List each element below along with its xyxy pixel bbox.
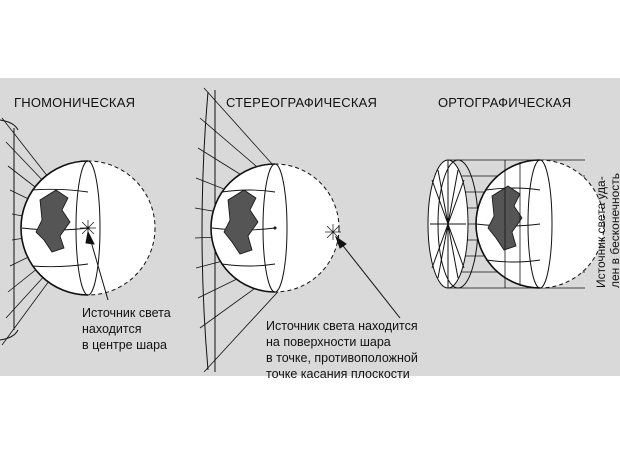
stereographic-caption-line: точке касания плоскости (266, 367, 410, 381)
orthographic-caption: Источник света уда- лен в бесконечность (594, 173, 620, 288)
stereographic-sphere (210, 163, 341, 293)
gnomonic-title: ГНОМОНИЧЕСКАЯ (14, 95, 136, 110)
orthographic-caption-line: лен в бесконечность (608, 172, 620, 288)
stereographic-caption-line: Источник света находится (266, 319, 418, 333)
gnomonic-caption-line: находится (82, 322, 142, 336)
gnomonic-caption-line: в центре шара (82, 338, 167, 352)
gnomonic-plane (0, 119, 19, 341)
orthographic-projection-drawing (427, 159, 605, 289)
stereographic-arrow (334, 235, 401, 319)
gnomonic-land (35, 189, 71, 253)
orthographic-plane (427, 159, 479, 289)
orthographic-sphere (475, 159, 605, 289)
stereographic-land (223, 189, 259, 255)
gnomonic-projection-drawing (0, 117, 156, 346)
stereographic-caption-line: на поверхности шара (266, 335, 391, 349)
gnomonic-sphere (20, 160, 156, 296)
gnomonic-arrow (85, 230, 109, 301)
orthographic-caption-line: Источник света уда- (594, 176, 608, 288)
orthographic-title: ОРТОГРАФИЧЕСКАЯ (438, 95, 572, 110)
stereographic-caption: Источник света находится на поверхности … (266, 318, 418, 382)
gnomonic-caption: Источник света находится в центре шара (82, 305, 171, 353)
stereographic-caption-line: в точке, противоположной (266, 351, 418, 365)
stereographic-title: СТЕРЕОГРАФИЧЕСКАЯ (226, 95, 378, 110)
gnomonic-caption-line: Источник света (82, 306, 171, 320)
stereographic-projection-drawing (194, 87, 401, 373)
